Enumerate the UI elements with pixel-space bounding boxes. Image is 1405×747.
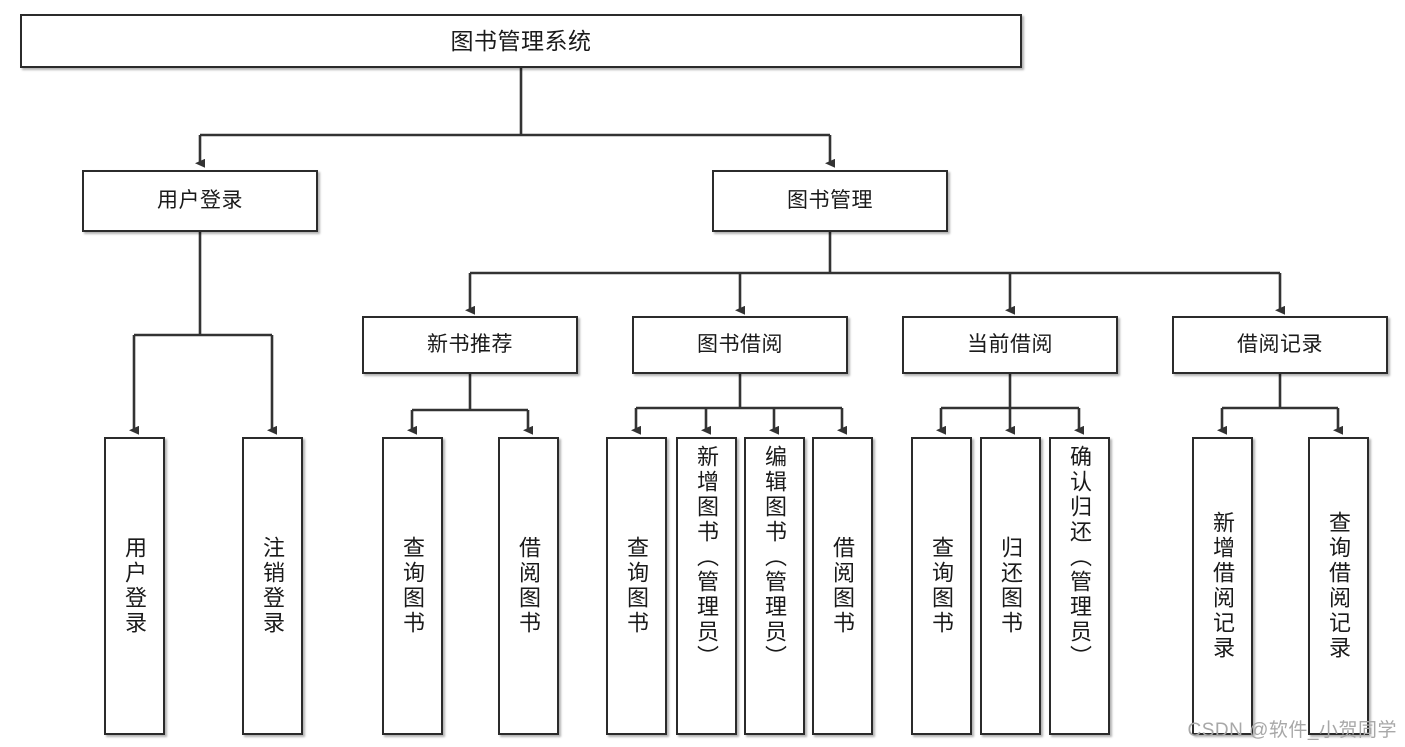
node-label: 归还图书	[998, 536, 1024, 636]
node-label: 借阅图书	[830, 536, 856, 636]
node-leaf-logout[interactable]: 注销登录	[242, 437, 303, 735]
node-new-book-recommend[interactable]: 新书推荐	[362, 316, 578, 374]
node-label: 查询借阅记录	[1326, 511, 1352, 661]
node-label: 借阅记录	[1237, 332, 1323, 356]
node-label: 确认归还（管理员）	[1067, 445, 1093, 670]
node-leaf-query-book-borrow[interactable]: 查询图书	[606, 437, 667, 735]
node-user-login[interactable]: 用户登录	[82, 170, 318, 232]
node-leaf-edit-book-admin[interactable]: 编辑图书（管理员）	[744, 437, 805, 735]
node-current-borrow[interactable]: 当前借阅	[902, 316, 1118, 374]
node-label: 新增图书（管理员）	[694, 445, 720, 670]
node-leaf-borrow-book-recommend[interactable]: 借阅图书	[498, 437, 559, 735]
node-leaf-user-login[interactable]: 用户登录	[104, 437, 165, 735]
node-label: 新增借阅记录	[1210, 511, 1236, 661]
node-label: 图书借阅	[697, 332, 783, 356]
node-leaf-confirm-return-admin[interactable]: 确认归还（管理员）	[1049, 437, 1110, 735]
node-label: 用户登录	[157, 188, 243, 212]
node-leaf-query-borrow-record[interactable]: 查询借阅记录	[1308, 437, 1369, 735]
node-label: 查询图书	[400, 536, 426, 636]
watermark-text: CSDN @软件_小贺同学	[1187, 720, 1397, 741]
node-label: 新书推荐	[427, 332, 513, 356]
node-book-management[interactable]: 图书管理	[712, 170, 948, 232]
node-label: 当前借阅	[967, 332, 1053, 356]
node-leaf-add-book-admin[interactable]: 新增图书（管理员）	[676, 437, 737, 735]
node-leaf-query-book-current[interactable]: 查询图书	[911, 437, 972, 735]
node-borrow-record[interactable]: 借阅记录	[1172, 316, 1388, 374]
node-book-borrow[interactable]: 图书借阅	[632, 316, 848, 374]
node-label: 查询图书	[929, 536, 955, 636]
node-label: 注销登录	[260, 536, 286, 636]
node-label: 图书管理	[787, 188, 873, 212]
node-label: 查询图书	[624, 536, 650, 636]
node-leaf-return-book[interactable]: 归还图书	[980, 437, 1041, 735]
node-label: 借阅图书	[516, 536, 542, 636]
node-label: 图书管理系统	[450, 27, 592, 54]
node-root-system[interactable]: 图书管理系统	[20, 14, 1022, 68]
node-leaf-add-borrow-record[interactable]: 新增借阅记录	[1192, 437, 1253, 735]
node-leaf-borrow-book[interactable]: 借阅图书	[812, 437, 873, 735]
node-label: 用户登录	[122, 536, 148, 636]
node-leaf-query-book-recommend[interactable]: 查询图书	[382, 437, 443, 735]
node-label: 编辑图书（管理员）	[762, 445, 788, 670]
